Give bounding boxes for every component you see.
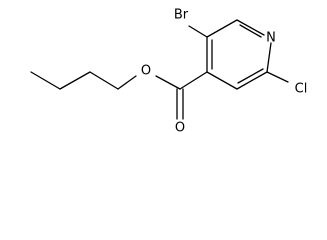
atom-chlorine: Cl	[295, 82, 308, 97]
atom-nitrogen: N	[266, 31, 276, 46]
structure-diagram: Br N Cl O O	[30, 8, 308, 136]
bond-c5-br	[188, 25, 208, 38]
bond-carbonyl-c-o-ether	[155, 75, 181, 90]
bond-n-c2	[266, 42, 272, 73]
atom-oxygen-ether: O	[141, 64, 151, 79]
bond-o-c1-butyl	[117, 75, 137, 90]
bond-c2-c3-inner	[237, 68, 264, 84]
bond-c4-carbonyl-c	[179, 71, 208, 90]
bond-c2-cl	[266, 71, 289, 83]
molecule-canvas: Br N Cl O O	[30, 7, 308, 136]
bond-c6-n-inner	[239, 24, 262, 38]
bond-c3-c4	[206, 71, 238, 90]
bond-c6-n	[236, 19, 265, 36]
bond-c2-c3-butyl	[59, 71, 91, 90]
bond-c2-c3	[236, 71, 268, 90]
atom-bromine: Br	[174, 8, 189, 23]
bond-c5-c6	[206, 19, 238, 38]
atom-oxygen-carbonyl: O	[175, 121, 185, 136]
bond-c1-c2-butyl	[89, 71, 119, 90]
bond-c3-c4-butyl	[30, 71, 61, 90]
